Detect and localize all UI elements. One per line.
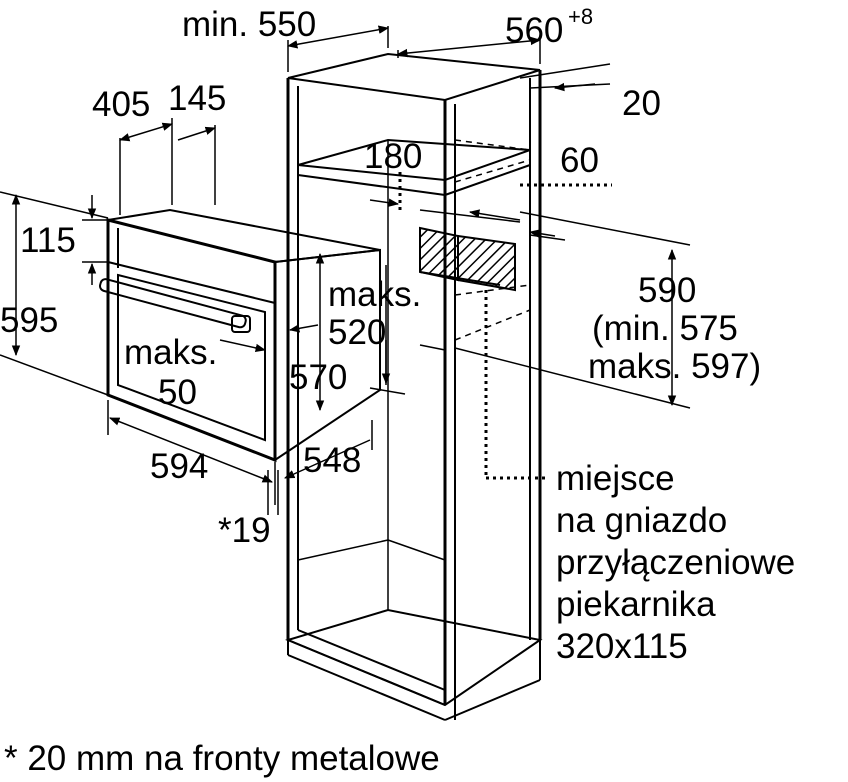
label-590-min: (min. 575 — [592, 309, 738, 348]
footnote: * 20 mm na fronty metalowe — [4, 739, 440, 778]
labels: min. 550 560 +8 20 405 145 180 60 115 59… — [0, 4, 795, 778]
cabinet — [285, 52, 543, 721]
label-590: 590 — [638, 271, 696, 310]
label-socket-line-4: piekarnika — [556, 585, 716, 624]
label-socket-line-5: 320x115 — [556, 627, 688, 666]
label-560: 560 — [505, 11, 563, 50]
oven-handle-end — [231, 315, 251, 333]
label-405: 405 — [92, 85, 150, 124]
label-570: 570 — [289, 358, 347, 397]
label-548: 548 — [303, 441, 361, 480]
cabinet-base — [285, 608, 543, 707]
label-socket-line-3: przyłączeniowe — [556, 543, 795, 582]
label-115: 115 — [20, 221, 76, 260]
label-socket-line-2: na gniazdo — [556, 501, 727, 540]
label-60: 60 — [560, 141, 599, 180]
label-maks-520-prefix: maks. — [328, 275, 421, 314]
label-520: 520 — [328, 313, 386, 352]
label-socket-line-1: miejsce — [556, 459, 675, 498]
label-star-19: *19 — [218, 511, 271, 550]
label-50: 50 — [158, 373, 197, 412]
dimension-lines — [0, 25, 691, 515]
label-560-tolerance: +8 — [568, 4, 593, 29]
label-595: 595 — [0, 301, 58, 340]
oven-handle — [99, 278, 247, 329]
upper-shelf — [297, 138, 531, 182]
label-maks-50-prefix: maks. — [124, 333, 217, 372]
label-145: 145 — [168, 79, 226, 118]
label-590-max: maks. 597) — [588, 347, 761, 386]
socket-area — [419, 209, 521, 292]
label-594: 594 — [150, 447, 208, 486]
label-180: 180 — [364, 137, 422, 176]
label-20: 20 — [622, 84, 661, 123]
cabinet-top — [287, 52, 541, 102]
label-min-550: min. 550 — [182, 5, 316, 44]
